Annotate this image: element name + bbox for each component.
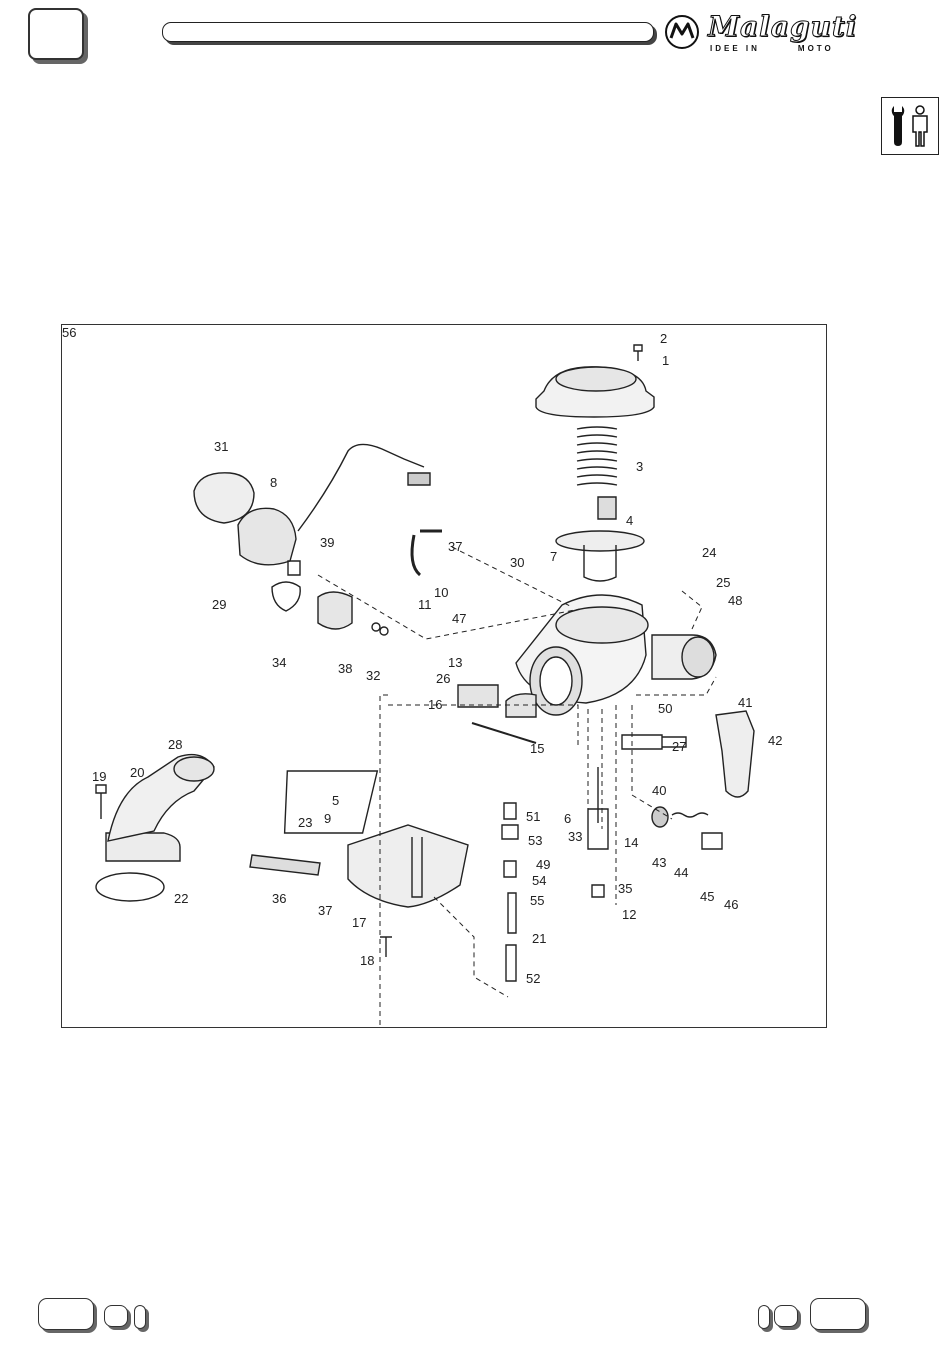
part-callout-label: 33	[568, 829, 582, 844]
part-callout-label: 10	[434, 585, 448, 600]
part-callout-label: 15	[530, 741, 544, 756]
part-callout-label: 48	[728, 593, 742, 608]
part-callout-label: 23	[298, 815, 312, 830]
part-callout-label: 36	[272, 891, 286, 906]
footer-tab-left	[38, 1298, 94, 1330]
part-callout-label: 14	[624, 835, 638, 850]
part-callout-label: 24	[702, 545, 716, 560]
part-callout-label: 28	[168, 737, 182, 752]
part-callout-label: 45	[700, 889, 714, 904]
part-callout-label: 32	[366, 668, 380, 683]
footer-marker-right	[758, 1305, 770, 1329]
part-callout-label: 47	[452, 611, 466, 626]
part-callout-label: 38	[338, 661, 352, 676]
part-callout-label: 41	[738, 695, 752, 710]
part-callout-label: 43	[652, 855, 666, 870]
footer-tab-right	[810, 1298, 866, 1330]
part-callout-label: 5	[332, 793, 339, 808]
footer-page-box-right	[774, 1305, 798, 1327]
part-callout-label: 16	[428, 697, 442, 712]
part-callout-label: 44	[674, 865, 688, 880]
part-callout-label: 37	[318, 903, 332, 918]
footer-marker-left	[134, 1305, 146, 1329]
part-callout-label: 39	[320, 535, 334, 550]
part-callout-label: 51	[526, 809, 540, 824]
part-callout-label: 54	[532, 873, 546, 888]
part-callout-label: 11	[418, 597, 432, 612]
part-callout-label: 19	[92, 769, 106, 784]
part-callout-label: 9	[324, 811, 331, 826]
title-bar	[162, 22, 654, 42]
part-callout-label: 35	[618, 881, 632, 896]
part-callout-label: 37	[448, 539, 462, 554]
malaguti-emblem-icon	[664, 14, 700, 50]
part-callout-label: 2	[660, 331, 667, 346]
part-callout-label: 27	[672, 739, 686, 754]
part-callout-label: 31	[214, 439, 228, 454]
part-callout-label: 42	[768, 733, 782, 748]
part-drawings	[96, 345, 754, 981]
part-callout-label: 21	[532, 931, 546, 946]
part-callout-label: 17	[352, 915, 366, 930]
part-callout-label: 4	[626, 513, 633, 528]
part-callout-label: 50	[658, 701, 672, 716]
part-callout-label: 8	[270, 475, 277, 490]
part-callout-label: 49	[536, 857, 550, 872]
part-callout-label: 3	[636, 459, 643, 474]
part-callout-label: 30	[510, 555, 524, 570]
footer-page-box-left	[104, 1305, 128, 1327]
brand-name: Malaguti	[708, 10, 857, 43]
part-callout-label: 6	[564, 811, 571, 826]
part-callout-label: 22	[174, 891, 188, 906]
part-callout-label: 7	[550, 549, 557, 564]
part-callout-label: 56	[62, 325, 76, 340]
part-callout-label: 12	[622, 907, 636, 922]
part-callout-label: 25	[716, 575, 730, 590]
chapter-tab	[28, 8, 84, 60]
part-callout-label: 55	[530, 893, 544, 908]
part-callout-label: 1	[662, 353, 669, 368]
part-callout-label: 13	[448, 655, 462, 670]
part-callout-label: 40	[652, 783, 666, 798]
wrench-mechanic-icon	[881, 97, 939, 155]
part-callout-label: 52	[526, 971, 540, 986]
part-callout-label: 34	[272, 655, 286, 670]
part-callout-label: 26	[436, 671, 450, 686]
part-callout-label: 46	[724, 897, 738, 912]
part-callout-label: 18	[360, 953, 374, 968]
part-callout-label: 20	[130, 765, 144, 780]
part-callout-label: 53	[528, 833, 542, 848]
part-callout-label: 29	[212, 597, 226, 612]
